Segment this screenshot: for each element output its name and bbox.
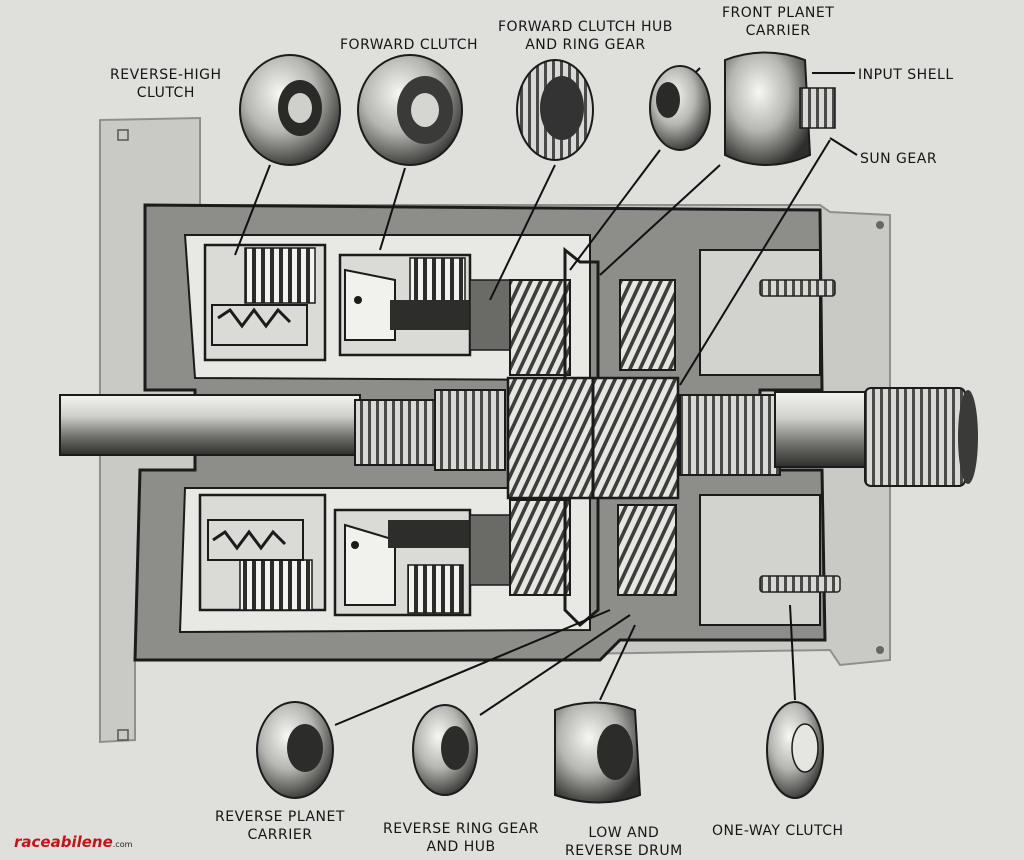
watermark-brand: raceabilene (14, 833, 113, 851)
input-shell-part (724, 51, 836, 166)
watermark-suffix: .com (112, 840, 133, 849)
label-input-shell: INPUT SHELL (858, 67, 954, 83)
label-sun-gear: SUN GEAR (860, 151, 938, 167)
leader-lines (234, 67, 858, 726)
low-reverse-drum-part (554, 701, 642, 804)
planetary-gearset (506, 246, 680, 628)
forward-clutch-part (357, 54, 463, 166)
reverse-planet-carrier-part (256, 701, 334, 799)
lower-clutch-assemblies (198, 493, 521, 617)
reverse-ring-gear-part (412, 704, 478, 796)
label-forward-clutch: FORWARD CLUTCH (340, 37, 479, 53)
one-way-clutch-part (766, 701, 824, 799)
label-one-way-clutch: ONE-WAY CLUTCH (712, 823, 844, 839)
upper-clutch-assemblies (203, 243, 521, 362)
forward-clutch-hub-part (516, 59, 594, 161)
watermark-logo: raceabilene.com (14, 833, 132, 851)
reverse-high-clutch-part (239, 54, 341, 166)
front-planet-carrier-part (649, 65, 711, 151)
main-shaft (59, 387, 978, 487)
